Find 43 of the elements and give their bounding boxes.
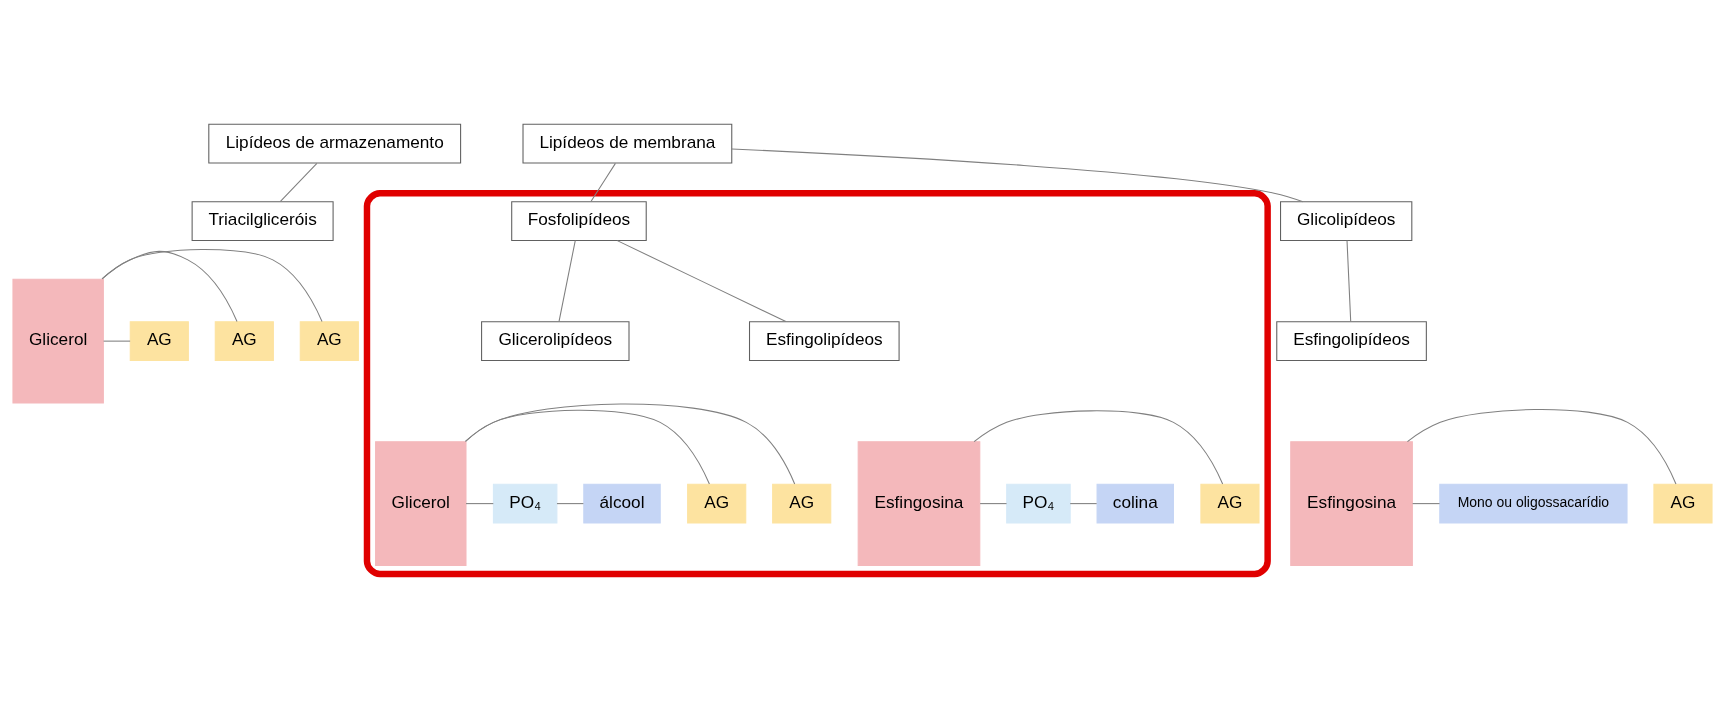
- node-box: AG: [687, 483, 747, 524]
- connector: [1406, 408, 1677, 485]
- node-box: Glicolipídeos: [1280, 201, 1413, 242]
- node-box: Lipídeos de membrana: [522, 123, 733, 164]
- connector: [979, 503, 1008, 505]
- node-box: colina: [1096, 483, 1174, 524]
- connector: [279, 162, 318, 203]
- node-box: AG: [129, 321, 189, 362]
- connector: [465, 503, 494, 505]
- connector: [103, 340, 131, 342]
- node-box: AG: [299, 321, 359, 362]
- node-box: álcool: [583, 483, 661, 524]
- cluster: [363, 189, 1271, 578]
- connector: [101, 250, 238, 323]
- connector: [101, 248, 323, 323]
- node-box: AG: [1200, 483, 1260, 524]
- connector: [731, 148, 1304, 203]
- connector: [1069, 503, 1098, 505]
- node-box: AG: [214, 321, 274, 362]
- node-box: Esfingolipídeos: [749, 321, 900, 362]
- node-box: PO₄: [1006, 483, 1071, 524]
- node-box: AG: [1653, 483, 1713, 524]
- node-box: PO₄: [492, 483, 558, 524]
- node-box: Glicerol: [12, 278, 104, 404]
- node-box: Glicerol: [375, 441, 467, 566]
- connector: [590, 162, 616, 203]
- connector: [1346, 240, 1352, 322]
- connector: [616, 240, 787, 323]
- connector: [973, 410, 1224, 485]
- node-box: Esfingosina: [857, 441, 981, 566]
- node-box: Esfingolipídeos: [1276, 321, 1427, 362]
- node-box: AG: [772, 483, 832, 524]
- connector: [1412, 503, 1441, 505]
- node-box: Fosfolipídeos: [511, 201, 647, 242]
- node-box: Esfingosina: [1290, 441, 1413, 566]
- connector: [464, 409, 710, 485]
- node-box: Mono ou oligossacarídio: [1439, 483, 1628, 524]
- node-box: Triacilgliceróis: [191, 201, 334, 242]
- connector: [556, 503, 584, 505]
- node-box: Glicerolipídeos: [481, 321, 630, 362]
- node-box: Lipídeos de armazenamento: [208, 123, 462, 164]
- connector: [558, 240, 576, 322]
- connector: [464, 403, 796, 485]
